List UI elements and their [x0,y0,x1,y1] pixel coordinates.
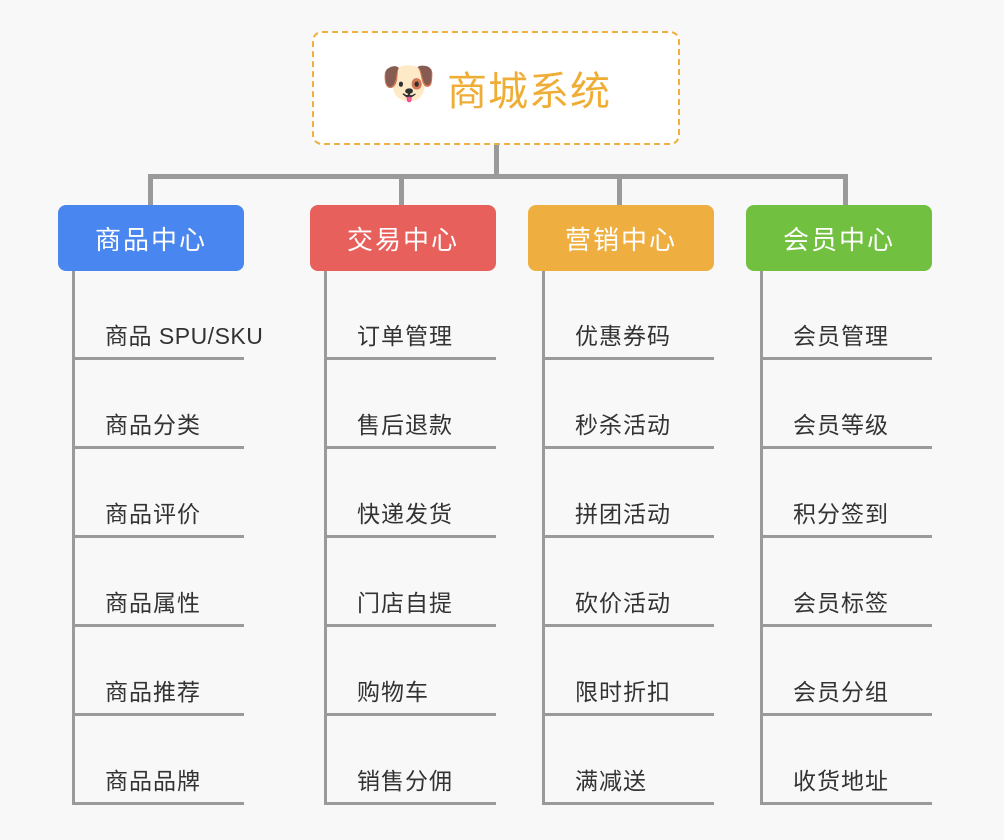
list-item[interactable]: 订单管理 [327,271,496,360]
leaf-label: 商品属性 [105,590,201,616]
list-item[interactable]: 会员标签 [763,538,932,627]
leaf-label: 收货地址 [793,768,889,794]
list-item[interactable]: 优惠券码 [545,271,714,360]
list-item[interactable]: 限时折扣 [545,627,714,716]
category-header-4-label: 会员中心 [782,224,895,255]
list-item[interactable]: 购物车 [327,627,496,716]
leaf-label: 限时折扣 [575,679,671,705]
list-item[interactable]: 收货地址 [763,716,932,805]
connector-drop-3 [617,174,622,207]
category-column-1: 商品中心 商品 SPU/SKU 商品分类 商品评价 商品属性 商品推荐 商品品牌 [58,205,263,805]
list-item[interactable]: 销售分佣 [327,716,496,805]
leaf-label: 售后退款 [357,412,453,438]
list-item[interactable]: 商品 SPU/SKU [75,271,263,360]
root-node-shopping-mall-system[interactable]: 🐶 商城系统 [312,31,680,145]
leaf-label: 满减送 [575,768,647,794]
leaf-label: 秒杀活动 [575,412,671,438]
list-item[interactable]: 秒杀活动 [545,360,714,449]
leaf-label: 会员管理 [793,323,889,349]
leaf-label: 快递发货 [357,501,453,527]
leaf-label: 订单管理 [357,323,453,349]
leaf-label: 拼团活动 [575,501,671,527]
category-header-1[interactable]: 商品中心 [58,205,244,271]
connector-root-stem [494,145,499,177]
leaf-stack-3: 优惠券码 秒杀活动 拼团活动 砍价活动 限时折扣 满减送 [542,271,714,805]
list-item[interactable]: 门店自提 [327,538,496,627]
list-item[interactable]: 商品属性 [75,538,244,627]
leaf-label: 商品推荐 [105,679,201,705]
leaf-label: 会员分组 [793,679,889,705]
list-item[interactable]: 商品推荐 [75,627,244,716]
category-header-2[interactable]: 交易中心 [310,205,496,271]
leaf-label: 商品评价 [105,501,201,527]
dog-face-icon: 🐶 [381,59,436,108]
leaf-label: 门店自提 [357,590,453,616]
leaf-label: 积分签到 [793,501,889,527]
category-column-4: 会员中心 会员管理 会员等级 积分签到 会员标签 会员分组 收货地址 [746,205,932,805]
leaf-label: 销售分佣 [357,768,453,794]
leaf-label: 优惠券码 [575,323,671,349]
category-column-2: 交易中心 订单管理 售后退款 快递发货 门店自提 购物车 销售分佣 [310,205,496,805]
connector-horizontal-bus [148,174,848,179]
category-column-3: 营销中心 优惠券码 秒杀活动 拼团活动 砍价活动 限时折扣 满减送 [528,205,714,805]
leaf-label: 砍价活动 [575,590,671,616]
list-item[interactable]: 商品品牌 [75,716,244,805]
connector-drop-2 [399,174,404,207]
leaf-label: 会员标签 [793,590,889,616]
leaf-label: 商品 SPU/SKU [105,323,264,349]
list-item[interactable]: 会员等级 [763,360,932,449]
list-item[interactable]: 商品评价 [75,449,244,538]
leaf-stack-1: 商品 SPU/SKU 商品分类 商品评价 商品属性 商品推荐 商品品牌 [72,271,263,805]
list-item[interactable]: 拼团活动 [545,449,714,538]
category-header-1-label: 商品中心 [94,224,207,255]
leaf-label: 购物车 [357,679,429,705]
leaf-stack-2: 订单管理 售后退款 快递发货 门店自提 购物车 销售分佣 [324,271,496,805]
category-header-2-label: 交易中心 [346,224,459,255]
list-item[interactable]: 快递发货 [327,449,496,538]
list-item[interactable]: 会员分组 [763,627,932,716]
connector-drop-4 [843,174,848,207]
leaf-label: 会员等级 [793,412,889,438]
leaf-label: 商品分类 [105,412,201,438]
connector-drop-1 [148,174,153,207]
category-header-3[interactable]: 营销中心 [528,205,714,271]
leaf-stack-4: 会员管理 会员等级 积分签到 会员标签 会员分组 收货地址 [760,271,932,805]
list-item[interactable]: 积分签到 [763,449,932,538]
list-item[interactable]: 商品分类 [75,360,244,449]
list-item[interactable]: 会员管理 [763,271,932,360]
category-header-3-label: 营销中心 [564,224,677,255]
list-item[interactable]: 砍价活动 [545,538,714,627]
leaf-label: 商品品牌 [105,768,201,794]
list-item[interactable]: 售后退款 [327,360,496,449]
root-node-title: 商城系统 [447,70,611,114]
category-header-4[interactable]: 会员中心 [746,205,932,271]
list-item[interactable]: 满减送 [545,716,714,805]
